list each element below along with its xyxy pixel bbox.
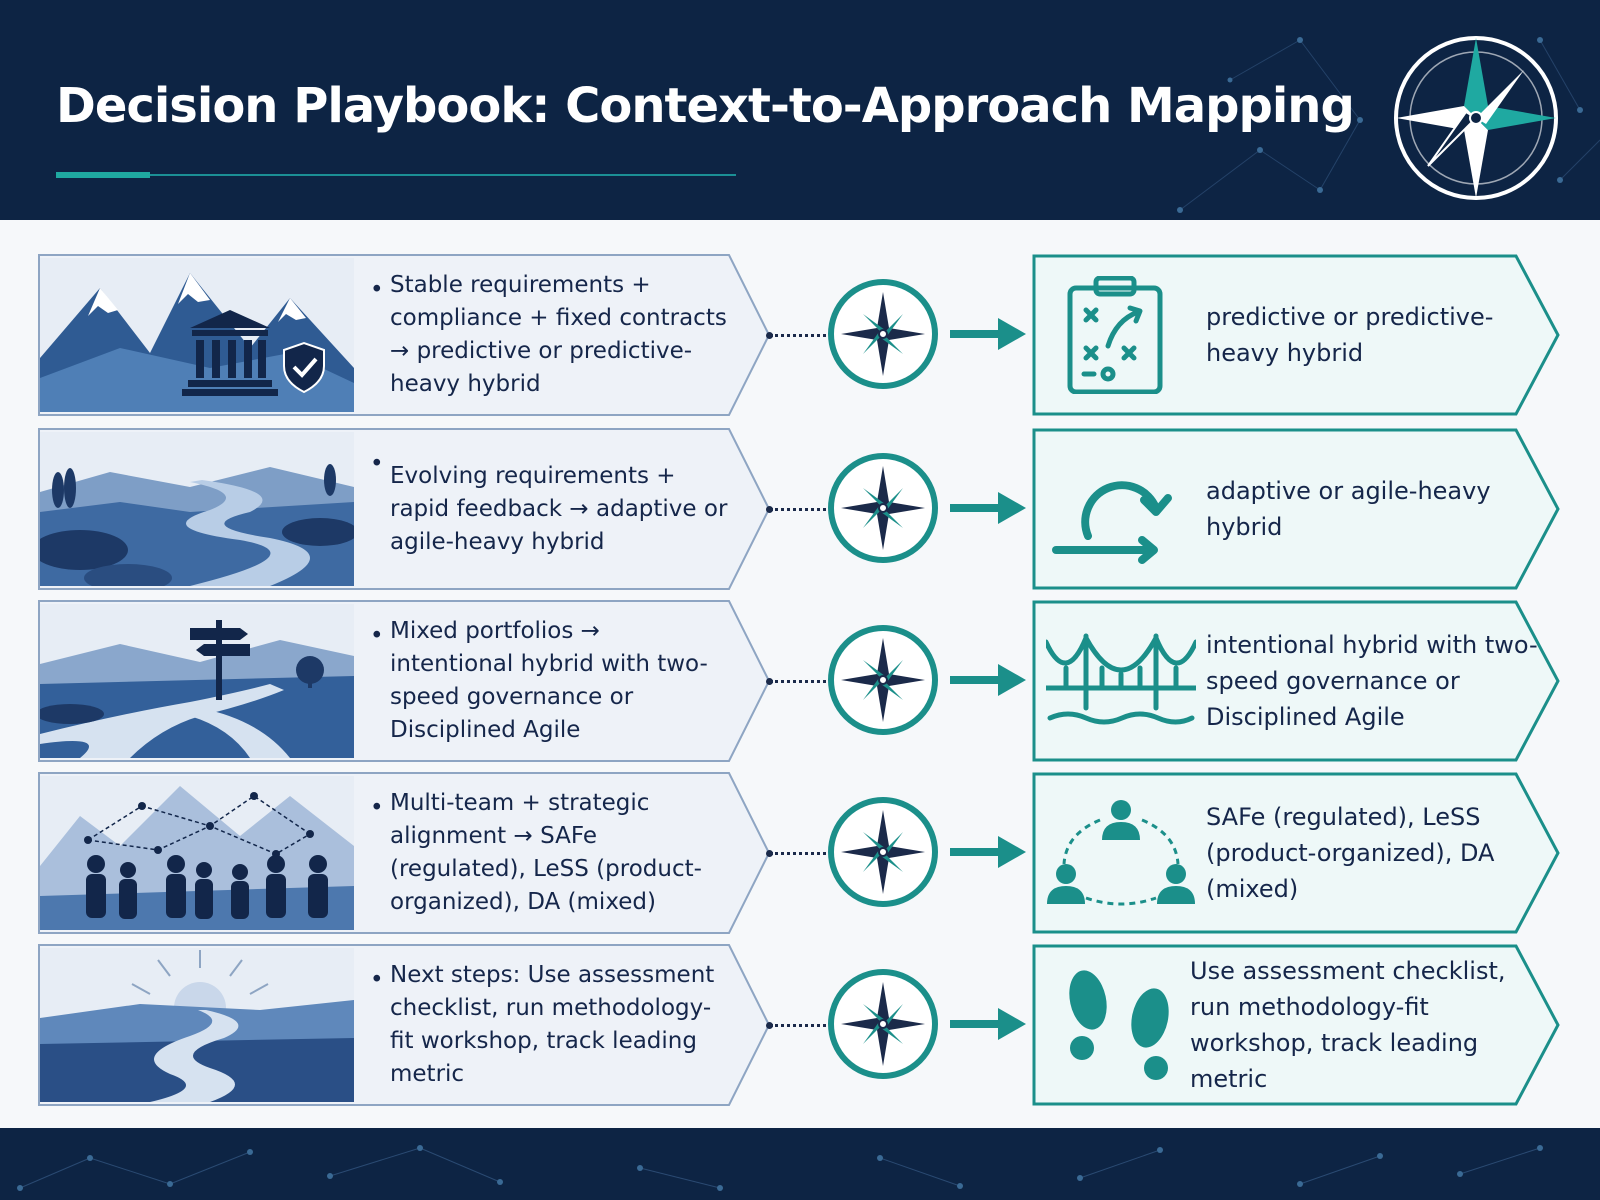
iteration-loop-icon: [1052, 481, 1172, 564]
arrow-right-icon: [950, 1008, 1026, 1040]
footsteps-icon: [1069, 970, 1169, 1080]
bullet: •: [370, 451, 384, 477]
compass-icon: [828, 625, 938, 735]
approach-card-shape: [1032, 428, 1560, 590]
connected-teams-scene: [40, 776, 354, 930]
dotted-connector: [766, 1022, 826, 1029]
context-label: Multi-team + strategic alignment → SAFe …: [390, 790, 702, 915]
context-text: • Multi-team + strategic alignment → SAF…: [370, 772, 730, 934]
context-text: • Next steps: Use assessment checklist, …: [370, 944, 730, 1106]
compass-icon: [828, 453, 938, 563]
dotted-connector: [766, 332, 826, 339]
approach-label: predictive or predictive-heavy hybrid: [1206, 303, 1494, 367]
page-title: Decision Playbook: Context-to-Approach M…: [56, 78, 1355, 134]
context-label: Mixed portfolios → intentional hybrid wi…: [390, 618, 708, 743]
compass-rose-icon: [1394, 36, 1558, 200]
bullet: •: [370, 623, 384, 649]
arrow-right-icon: [950, 492, 1026, 524]
context-label: Stable requirements + compliance + fixed…: [390, 272, 727, 397]
footer-band: [0, 1128, 1600, 1200]
mapping-row-4: • Multi-team + strategic alignment → SAF…: [0, 772, 1600, 934]
compass-icon: [828, 279, 938, 389]
mapping-row-3: • Mixed portfolios → intentional hybrid …: [0, 600, 1600, 762]
forked-road-scene: [40, 604, 354, 758]
compass-icon: [828, 797, 938, 907]
approach-label: SAFe (regulated), LeSS (product-organize…: [1206, 803, 1495, 903]
mapping-row-1: • Stable requirements + compliance + fix…: [0, 254, 1600, 416]
dotted-connector: [766, 850, 826, 857]
dotted-connector: [766, 678, 826, 685]
network-pattern: [1177, 37, 1600, 213]
mapping-row-2: • Evolving requirements + rapid feedback…: [0, 428, 1600, 590]
bridge-icon: [1046, 633, 1196, 725]
approach-label: intentional hybrid with two-speed govern…: [1206, 631, 1538, 731]
context-label: Next steps: Use assessment checklist, ru…: [390, 962, 715, 1087]
sunrise-road-scene: [40, 948, 354, 1102]
header-banner: Decision Playbook: Context-to-Approach M…: [0, 0, 1600, 220]
title-accent-bar: [56, 172, 150, 178]
approach-label: Use assessment checklist, run methodolog…: [1190, 957, 1506, 1093]
title-underline: [150, 174, 736, 176]
mapping-row-5: • Next steps: Use assessment checklist, …: [0, 944, 1600, 1106]
arrow-right-icon: [950, 664, 1026, 696]
winding-river-scene: [40, 432, 354, 586]
bullet: •: [370, 795, 384, 821]
arrow-right-icon: [950, 318, 1026, 350]
context-text: • Evolving requirements + rapid feedback…: [370, 428, 730, 590]
clipboard-playbook-icon: [1067, 276, 1163, 394]
context-label: Evolving requirements + rapid feedback →…: [390, 462, 728, 555]
team-network-icon: [1047, 800, 1195, 906]
bullet: •: [370, 277, 384, 303]
context-text: • Mixed portfolios → intentional hybrid …: [370, 600, 730, 762]
compass-icon: [828, 969, 938, 1079]
arrow-right-icon: [950, 836, 1026, 868]
context-text: • Stable requirements + compliance + fix…: [370, 254, 730, 416]
mountains-institution-scene: [40, 258, 354, 412]
approach-card-shape: [1032, 254, 1560, 416]
mapping-area: • Stable requirements + compliance + fix…: [0, 220, 1600, 1128]
network-pattern: [17, 1145, 1543, 1191]
approach-label: adaptive or agile-heavy hybrid: [1206, 477, 1491, 541]
dotted-connector: [766, 506, 826, 513]
bullet: •: [370, 967, 384, 993]
